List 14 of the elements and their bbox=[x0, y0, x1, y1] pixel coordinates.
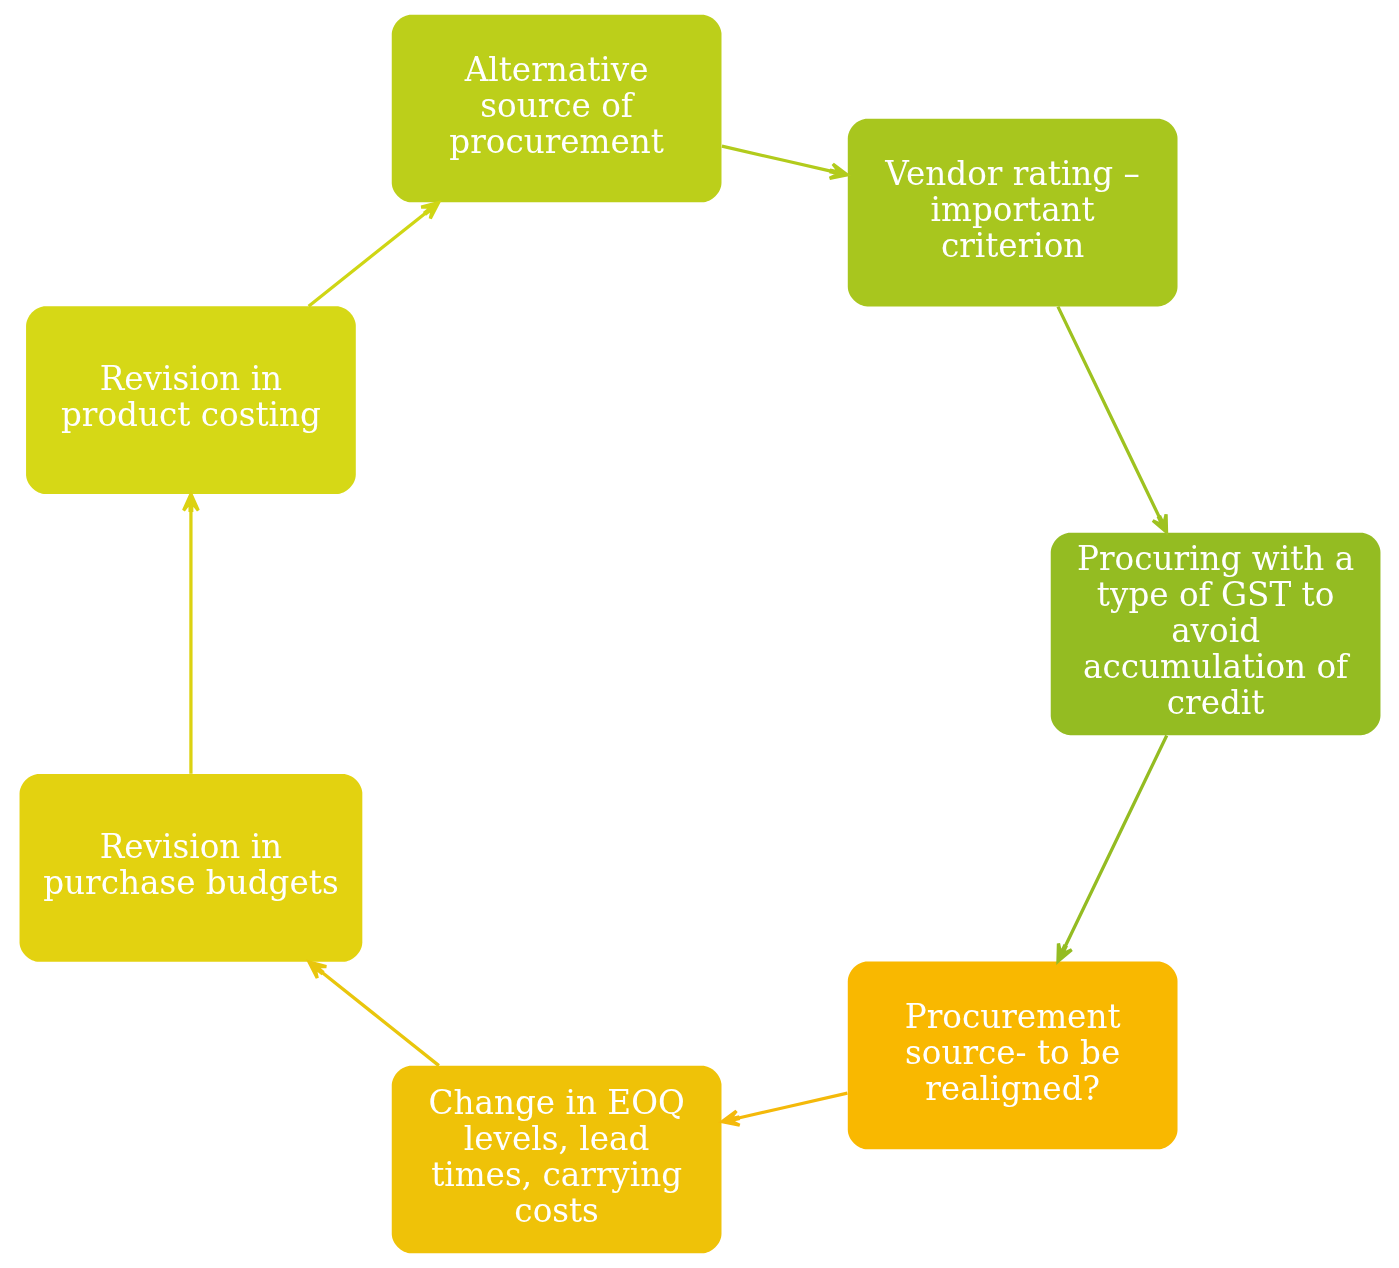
arrow bbox=[1055, 734, 1168, 963]
arrow bbox=[721, 144, 849, 180]
node-box: Change in EOQ levels, lead times, carrying costs bbox=[391, 1065, 721, 1254]
node-box: Procurement source- to be realigned? bbox=[847, 961, 1177, 1150]
node-box: Vendor rating – important criterion bbox=[847, 118, 1177, 307]
node-box: Procuring with a type of GST to avoid accumulation of credit bbox=[1050, 532, 1380, 736]
arrow bbox=[181, 492, 200, 774]
node-box: Alternative source of procurement bbox=[391, 14, 721, 203]
arrow bbox=[307, 201, 440, 308]
arrow bbox=[1056, 305, 1168, 534]
node-box: Revision in product costing bbox=[25, 306, 356, 494]
arrow bbox=[306, 960, 440, 1067]
node-box: Revision in purchase budgets bbox=[19, 774, 362, 962]
arrow bbox=[720, 1091, 848, 1127]
